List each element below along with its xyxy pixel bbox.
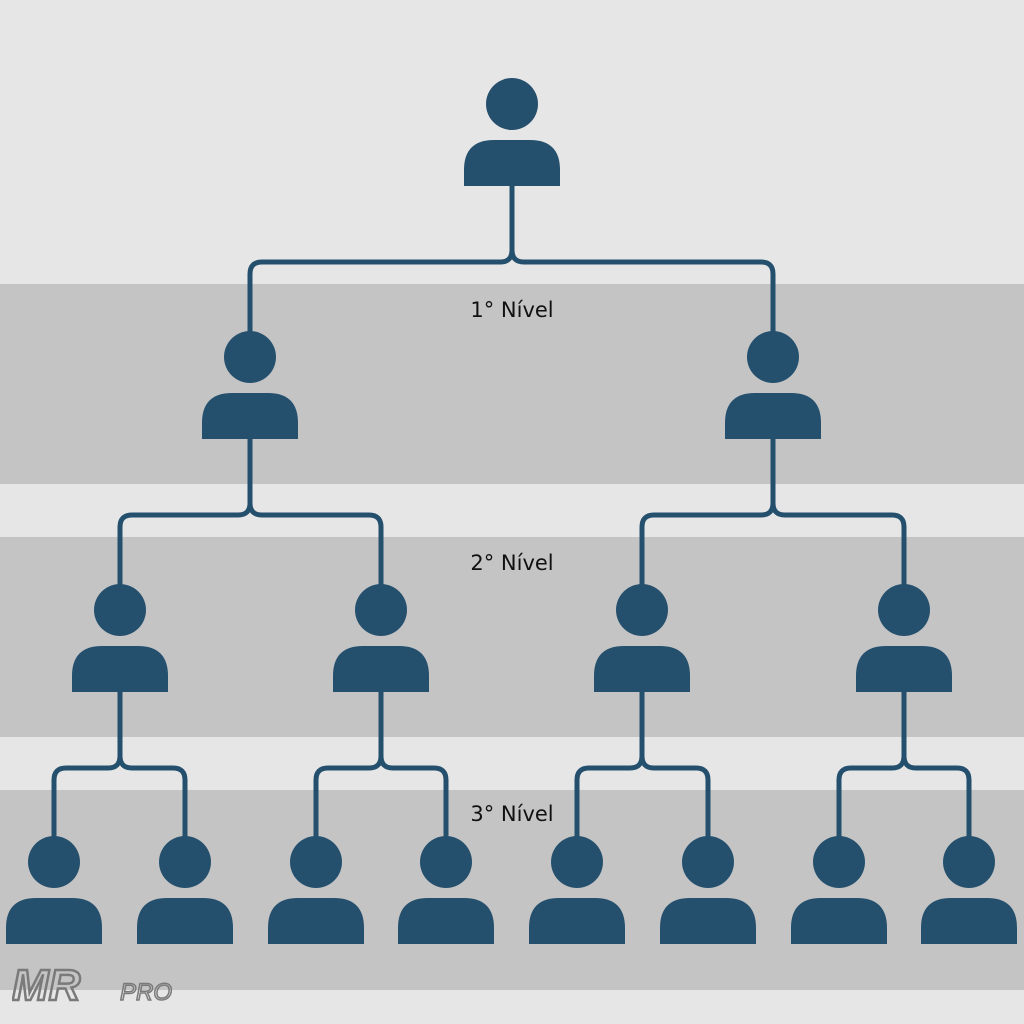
person-body-icon: [660, 898, 756, 944]
person-body-icon: [594, 646, 690, 692]
person-head-icon: [355, 584, 407, 636]
person-body-icon: [791, 898, 887, 944]
person-head-icon: [224, 331, 276, 383]
person-node-level-3-1: [6, 836, 102, 944]
person-node-level-0-1: [464, 78, 560, 186]
person-head-icon: [747, 331, 799, 383]
person-head-icon: [486, 78, 538, 130]
person-node-level-2-2: [333, 584, 429, 692]
person-node-level-3-4: [398, 836, 494, 944]
person-body-icon: [202, 393, 298, 439]
person-body-icon: [137, 898, 233, 944]
person-body-icon: [921, 898, 1017, 944]
person-head-icon: [94, 584, 146, 636]
person-node-level-3-3: [268, 836, 364, 944]
logo-mark: MR: [12, 961, 81, 1010]
connector-line: [574, 689, 711, 865]
person-node-level-2-4: [856, 584, 952, 692]
connector-line: [313, 689, 449, 865]
person-body-icon: [6, 898, 102, 944]
person-body-icon: [333, 646, 429, 692]
person-body-icon: [529, 898, 625, 944]
person-body-icon: [856, 646, 952, 692]
person-head-icon: [813, 836, 865, 888]
level-label-3: 3° Nível: [0, 802, 1024, 826]
person-node-level-3-8: [921, 836, 1017, 944]
person-head-icon: [28, 836, 80, 888]
level-label-1: 1° Nível: [0, 298, 1024, 322]
mr-pro-logo: MR PRO: [12, 960, 173, 1010]
person-head-icon: [682, 836, 734, 888]
connectors: [51, 183, 972, 865]
person-body-icon: [268, 898, 364, 944]
level-label-2: 2° Nível: [0, 551, 1024, 575]
person-node-level-1-2: [725, 331, 821, 439]
person-node-level-3-7: [791, 836, 887, 944]
person-head-icon: [878, 584, 930, 636]
connector-line: [639, 436, 907, 613]
person-body-icon: [398, 898, 494, 944]
connector-line: [836, 689, 972, 865]
person-body-icon: [725, 393, 821, 439]
person-head-icon: [290, 836, 342, 888]
person-node-level-3-2: [137, 836, 233, 944]
person-node-level-3-6: [660, 836, 756, 944]
connector-line: [51, 689, 188, 865]
person-head-icon: [551, 836, 603, 888]
person-head-icon: [616, 584, 668, 636]
person-body-icon: [72, 646, 168, 692]
logo-sub: PRO: [120, 979, 172, 1006]
person-head-icon: [420, 836, 472, 888]
person-node-level-3-5: [529, 836, 625, 944]
person-body-icon: [464, 140, 560, 186]
person-node-level-1-1: [202, 331, 298, 439]
connector-line: [247, 183, 776, 360]
nodes: [6, 78, 1017, 944]
person-head-icon: [159, 836, 211, 888]
connector-line: [117, 436, 384, 613]
person-node-level-2-3: [594, 584, 690, 692]
person-node-level-2-1: [72, 584, 168, 692]
person-head-icon: [943, 836, 995, 888]
